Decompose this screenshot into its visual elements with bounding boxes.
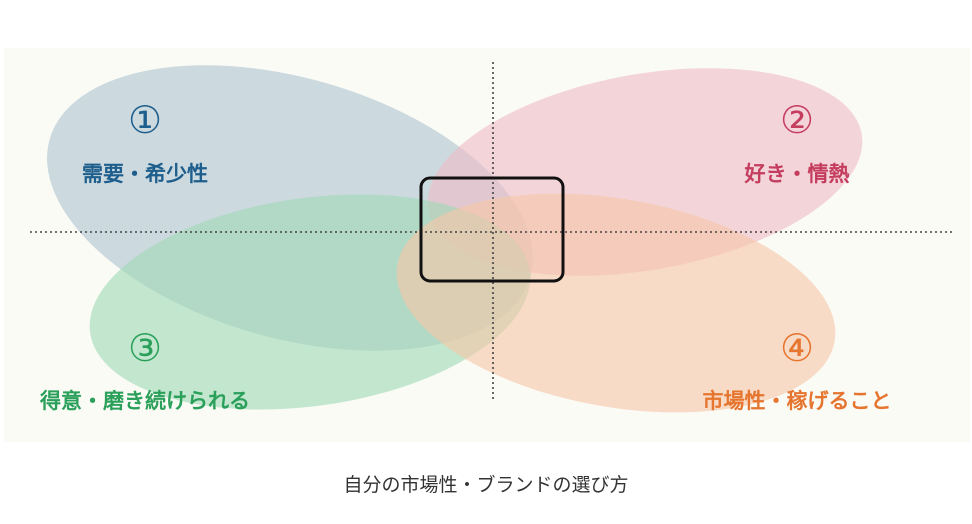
quadrant-1-number: ①	[128, 98, 162, 142]
quadrant-2-label: 好き・情熱	[744, 162, 850, 186]
quadrant-4-number: ④	[780, 326, 814, 370]
diagram-caption: 自分の市場性・ブランドの選び方	[343, 474, 629, 496]
quadrant-3-number: ③	[128, 326, 162, 370]
quadrant-4-label: 市場性・稼げること	[703, 389, 892, 413]
quadrant-1-label: 需要・希少性	[82, 162, 208, 186]
ellipse-marketability	[396, 193, 836, 413]
quadrant-2-number: ②	[780, 98, 814, 142]
quadrant-3-label: 得意・磨き続けられる	[39, 389, 250, 413]
center-box	[419, 176, 565, 283]
venn-diagram: ① ② ③ ④ 需要・希少性 好き・情熱 得意・磨き続けられる 市場性・稼げるこ…	[30, 62, 955, 413]
